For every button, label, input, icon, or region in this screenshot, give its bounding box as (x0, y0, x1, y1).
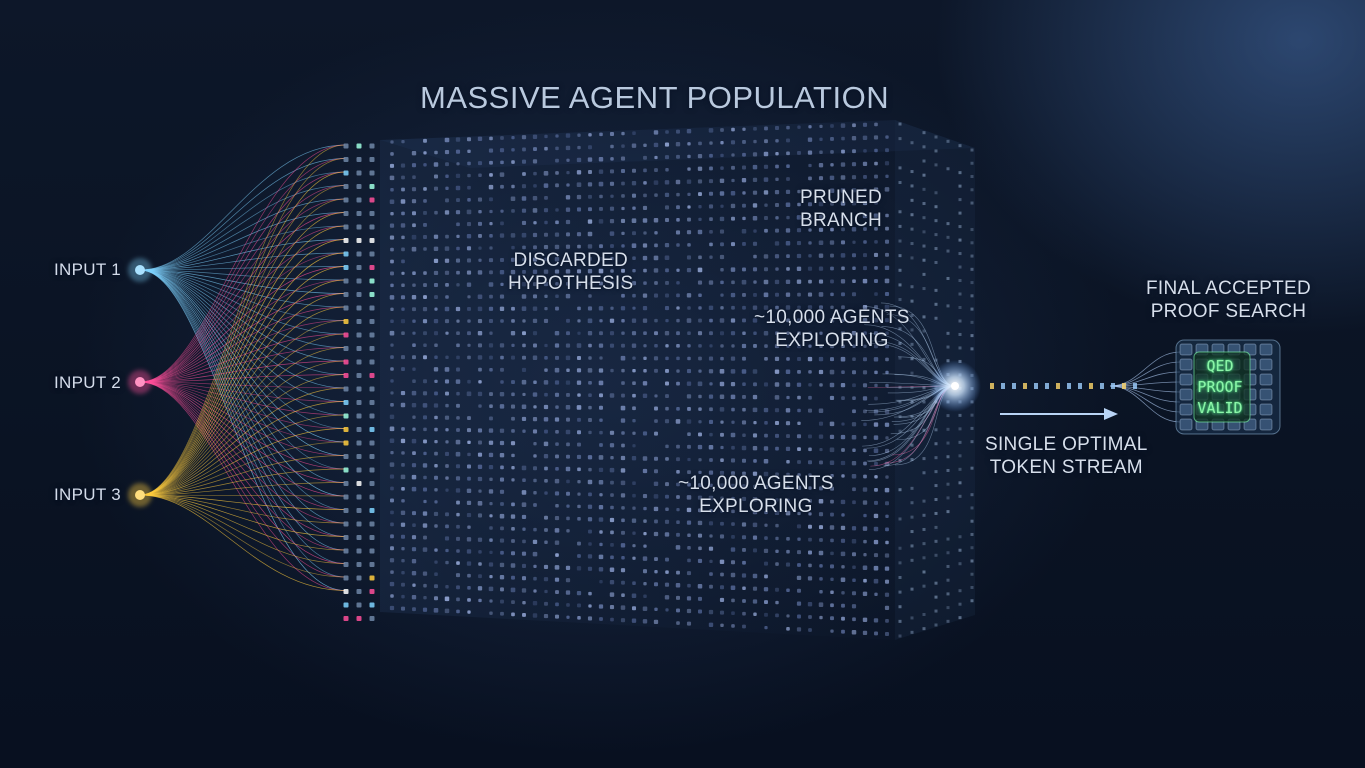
final-line-2: PROOF SEARCH (1150, 301, 1307, 322)
agents-exploring-top-label: ~10,000 AGENTS EXPLORING (754, 306, 910, 352)
input-1-glow (128, 258, 152, 282)
convergence-node (951, 382, 959, 390)
agent-block-front-face (380, 120, 895, 640)
token-stream-tokens (990, 383, 1137, 389)
agent-block-top-face (380, 120, 975, 168)
agents-bottom-line-2: EXPLORING (699, 496, 813, 517)
proof-line-2: PROOF (1197, 378, 1243, 396)
proof-line-3: VALID (1197, 399, 1243, 417)
input-3-glow (128, 483, 152, 507)
stream-line-1: SINGLE OPTIMAL (985, 434, 1148, 455)
discarded-line-2: HYPOTHESIS (508, 273, 634, 294)
final-line-1: FINAL ACCEPTED (1146, 278, 1312, 299)
input-1-label: INPUT 1 (54, 260, 121, 279)
pruned-line-1: PRUNED (800, 187, 883, 208)
proof-block (1175, 339, 1281, 435)
stream-line-2: TOKEN STREAM (989, 457, 1143, 478)
diagram-title: MASSIVE AGENT POPULATION (420, 80, 890, 115)
input-3-label: INPUT 3 (54, 485, 121, 504)
token-stream-label: SINGLE OPTIMAL TOKEN STREAM (985, 433, 1148, 479)
pruned-branch-label: PRUNED BRANCH (800, 186, 882, 232)
agents-bottom-line-1: ~10,000 AGENTS (678, 473, 834, 494)
proof-valid-text: QED PROOF VALID (1190, 356, 1250, 419)
input-2-glow (128, 370, 152, 394)
input-fan-lines (139, 144, 346, 591)
discarded-hypothesis-label: DISCARDED HYPOTHESIS (508, 249, 633, 295)
agents-top-line-1: ~10,000 AGENTS (754, 307, 910, 328)
discarded-line-1: DISCARDED (513, 250, 629, 271)
proof-line-1: QED (1206, 357, 1234, 375)
stream-direction-arrow (1000, 408, 1118, 420)
agents-exploring-bottom-label: ~10,000 AGENTS EXPLORING (678, 472, 834, 518)
input-2-label: INPUT 2 (54, 373, 121, 392)
pruned-line-2: BRANCH (800, 210, 883, 231)
agent-grid (343, 122, 890, 637)
agents-top-line-2: EXPLORING (775, 330, 889, 351)
final-accepted-label: FINAL ACCEPTED PROOF SEARCH (1146, 277, 1311, 323)
